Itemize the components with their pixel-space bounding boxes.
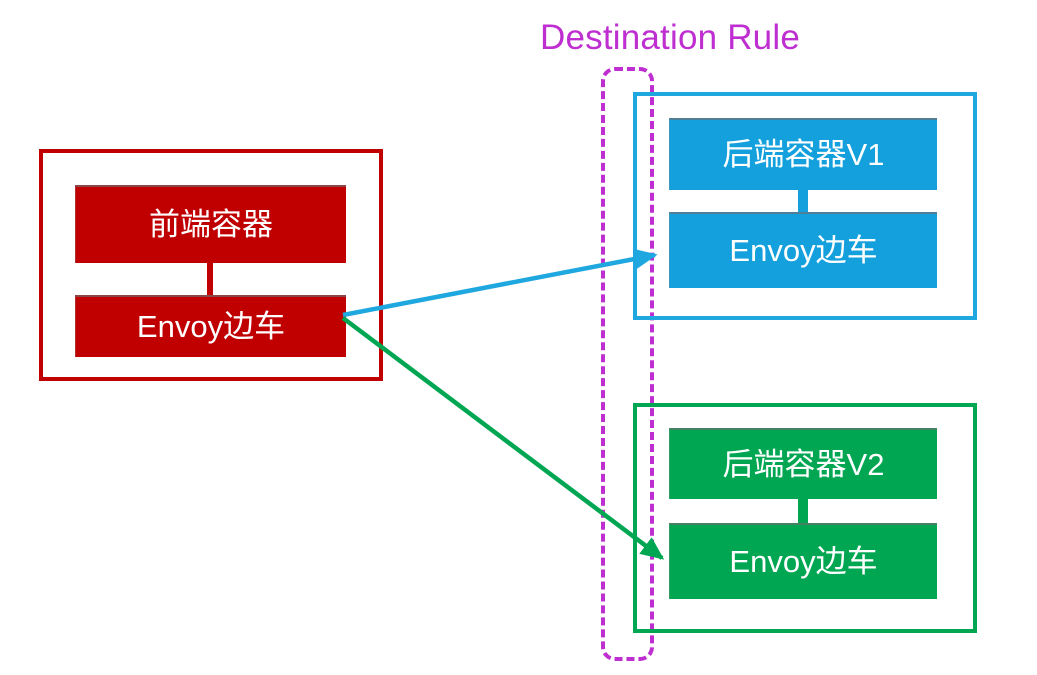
backend-v1-container-box: 后端容器V1 (669, 118, 937, 190)
backend-v1-connector-line (798, 190, 808, 213)
backend-v2-connector-line (798, 499, 808, 524)
backend-v2-envoy-sidecar-box: Envoy边车 (669, 523, 937, 599)
frontend-connector-line (207, 263, 213, 296)
page-title: Destination Rule (539, 18, 800, 57)
frontend-container-box: 前端容器 (75, 185, 346, 263)
backend-v1-envoy-sidecar-box: Envoy边车 (669, 212, 937, 288)
backend-v2-container-box: 后端容器V2 (669, 428, 937, 499)
backend-v1-pod-frame (633, 92, 977, 320)
frontend-envoy-sidecar-box: Envoy边车 (75, 295, 346, 357)
